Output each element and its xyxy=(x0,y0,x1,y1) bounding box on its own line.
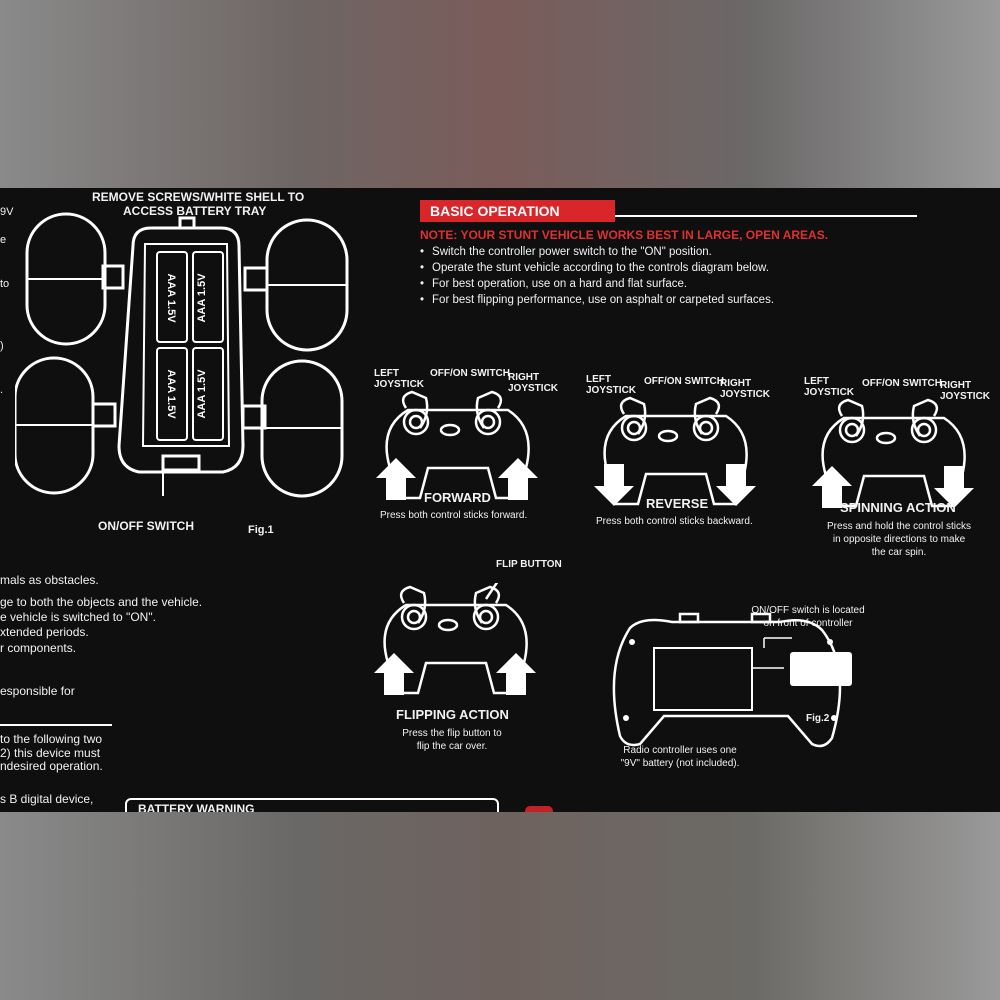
reverse-desc: Press both control sticks backward. xyxy=(596,516,753,527)
radio-controller-diagram xyxy=(612,612,852,748)
flip-button-label: FLIP BUTTON xyxy=(496,559,562,570)
left-divider xyxy=(0,724,112,726)
basic-operation-header: BASIC OPERATION xyxy=(420,200,615,222)
basic-bullets: Switch the controller power switch to th… xyxy=(420,244,774,308)
product-box-panel: REMOVE SCREWS/WHITE SHELL TO ACCESS BATT… xyxy=(0,188,1000,812)
edge-fragment-5: . xyxy=(0,384,4,396)
cell-label-2: AAA 1.5V xyxy=(196,273,208,323)
off-on-switch-label: OFF/ON SWITCH xyxy=(644,376,724,387)
red-mark xyxy=(525,806,553,812)
left-line-4: xtended periods. xyxy=(0,625,89,639)
radio-battery-note: Radio controller uses one"9V" battery (n… xyxy=(620,745,740,769)
edge-fragment-4: ) xyxy=(0,340,4,352)
controller-hands-icon xyxy=(376,390,538,500)
reverse-title: REVERSE xyxy=(646,496,709,511)
flipping-diagram xyxy=(374,583,536,695)
bullet-4: For best flipping performance, use on as… xyxy=(420,292,774,308)
cell-label-3: AAA 1.5V xyxy=(165,369,177,419)
controller-hands-icon xyxy=(594,396,756,506)
left-line-5: r components. xyxy=(0,641,77,655)
left-line-2: ge to both the objects and the vehicle. xyxy=(0,595,203,609)
left-line-10: s B digital device, xyxy=(0,792,94,806)
edge-fragment-1: 9V xyxy=(0,206,14,218)
left-line-1: mals as obstacles. xyxy=(0,573,99,587)
bullet-3: For best operation, use on a hard and fl… xyxy=(420,276,774,292)
edge-fragment-2: e xyxy=(0,234,7,246)
fig1-label: Fig.1 xyxy=(248,524,274,536)
battery-warning-box xyxy=(125,798,499,812)
left-line-3: e vehicle is switched to "ON". xyxy=(0,610,156,624)
flipping-title: FLIPPING ACTION xyxy=(396,707,509,722)
controller-hands-icon xyxy=(812,398,974,508)
bullet-1: Switch the controller power switch to th… xyxy=(420,244,774,260)
header-rule xyxy=(615,215,917,217)
bullet-2: Operate the stunt vehicle according to t… xyxy=(420,260,774,276)
battery-title-line1: REMOVE SCREWS/WHITE SHELL TO xyxy=(92,190,305,204)
blurred-background-top xyxy=(0,0,1000,188)
battery-warning-title: BATTERY WARNING xyxy=(138,802,255,812)
edge-fragment-3: to xyxy=(0,278,10,290)
forward-desc: Press both control sticks forward. xyxy=(380,510,528,521)
left-line-9: ndesired operation. xyxy=(0,759,103,773)
forward-title: FORWARD xyxy=(424,490,491,505)
basic-note: NOTE: YOUR STUNT VEHICLE WORKS BEST IN L… xyxy=(420,228,829,242)
cell-label-4: AAA 1.5V xyxy=(196,369,208,419)
left-line-7: to the following two xyxy=(0,732,103,746)
left-line-8: 2) this device must xyxy=(0,746,101,760)
battery-switch-label: ON/OFF SWITCH xyxy=(98,519,194,533)
spinning-title: SPINNING ACTION xyxy=(840,500,956,515)
battery-title-line2: ACCESS BATTERY TRAY xyxy=(123,204,267,218)
cell-label-1: AAA 1.5V xyxy=(165,273,177,323)
blurred-background-bottom xyxy=(0,812,1000,1000)
off-on-switch-label: OFF/ON SWITCH xyxy=(862,378,942,389)
battery-tray-diagram: AAA 1.5V AAA 1.5V AAA 1.5V AAA 1.5V xyxy=(15,212,349,498)
left-line-6: esponsible for xyxy=(0,684,75,698)
off-on-switch-label: OFF/ON SWITCH xyxy=(430,368,510,379)
fig2-label: Fig.2 xyxy=(806,713,830,724)
